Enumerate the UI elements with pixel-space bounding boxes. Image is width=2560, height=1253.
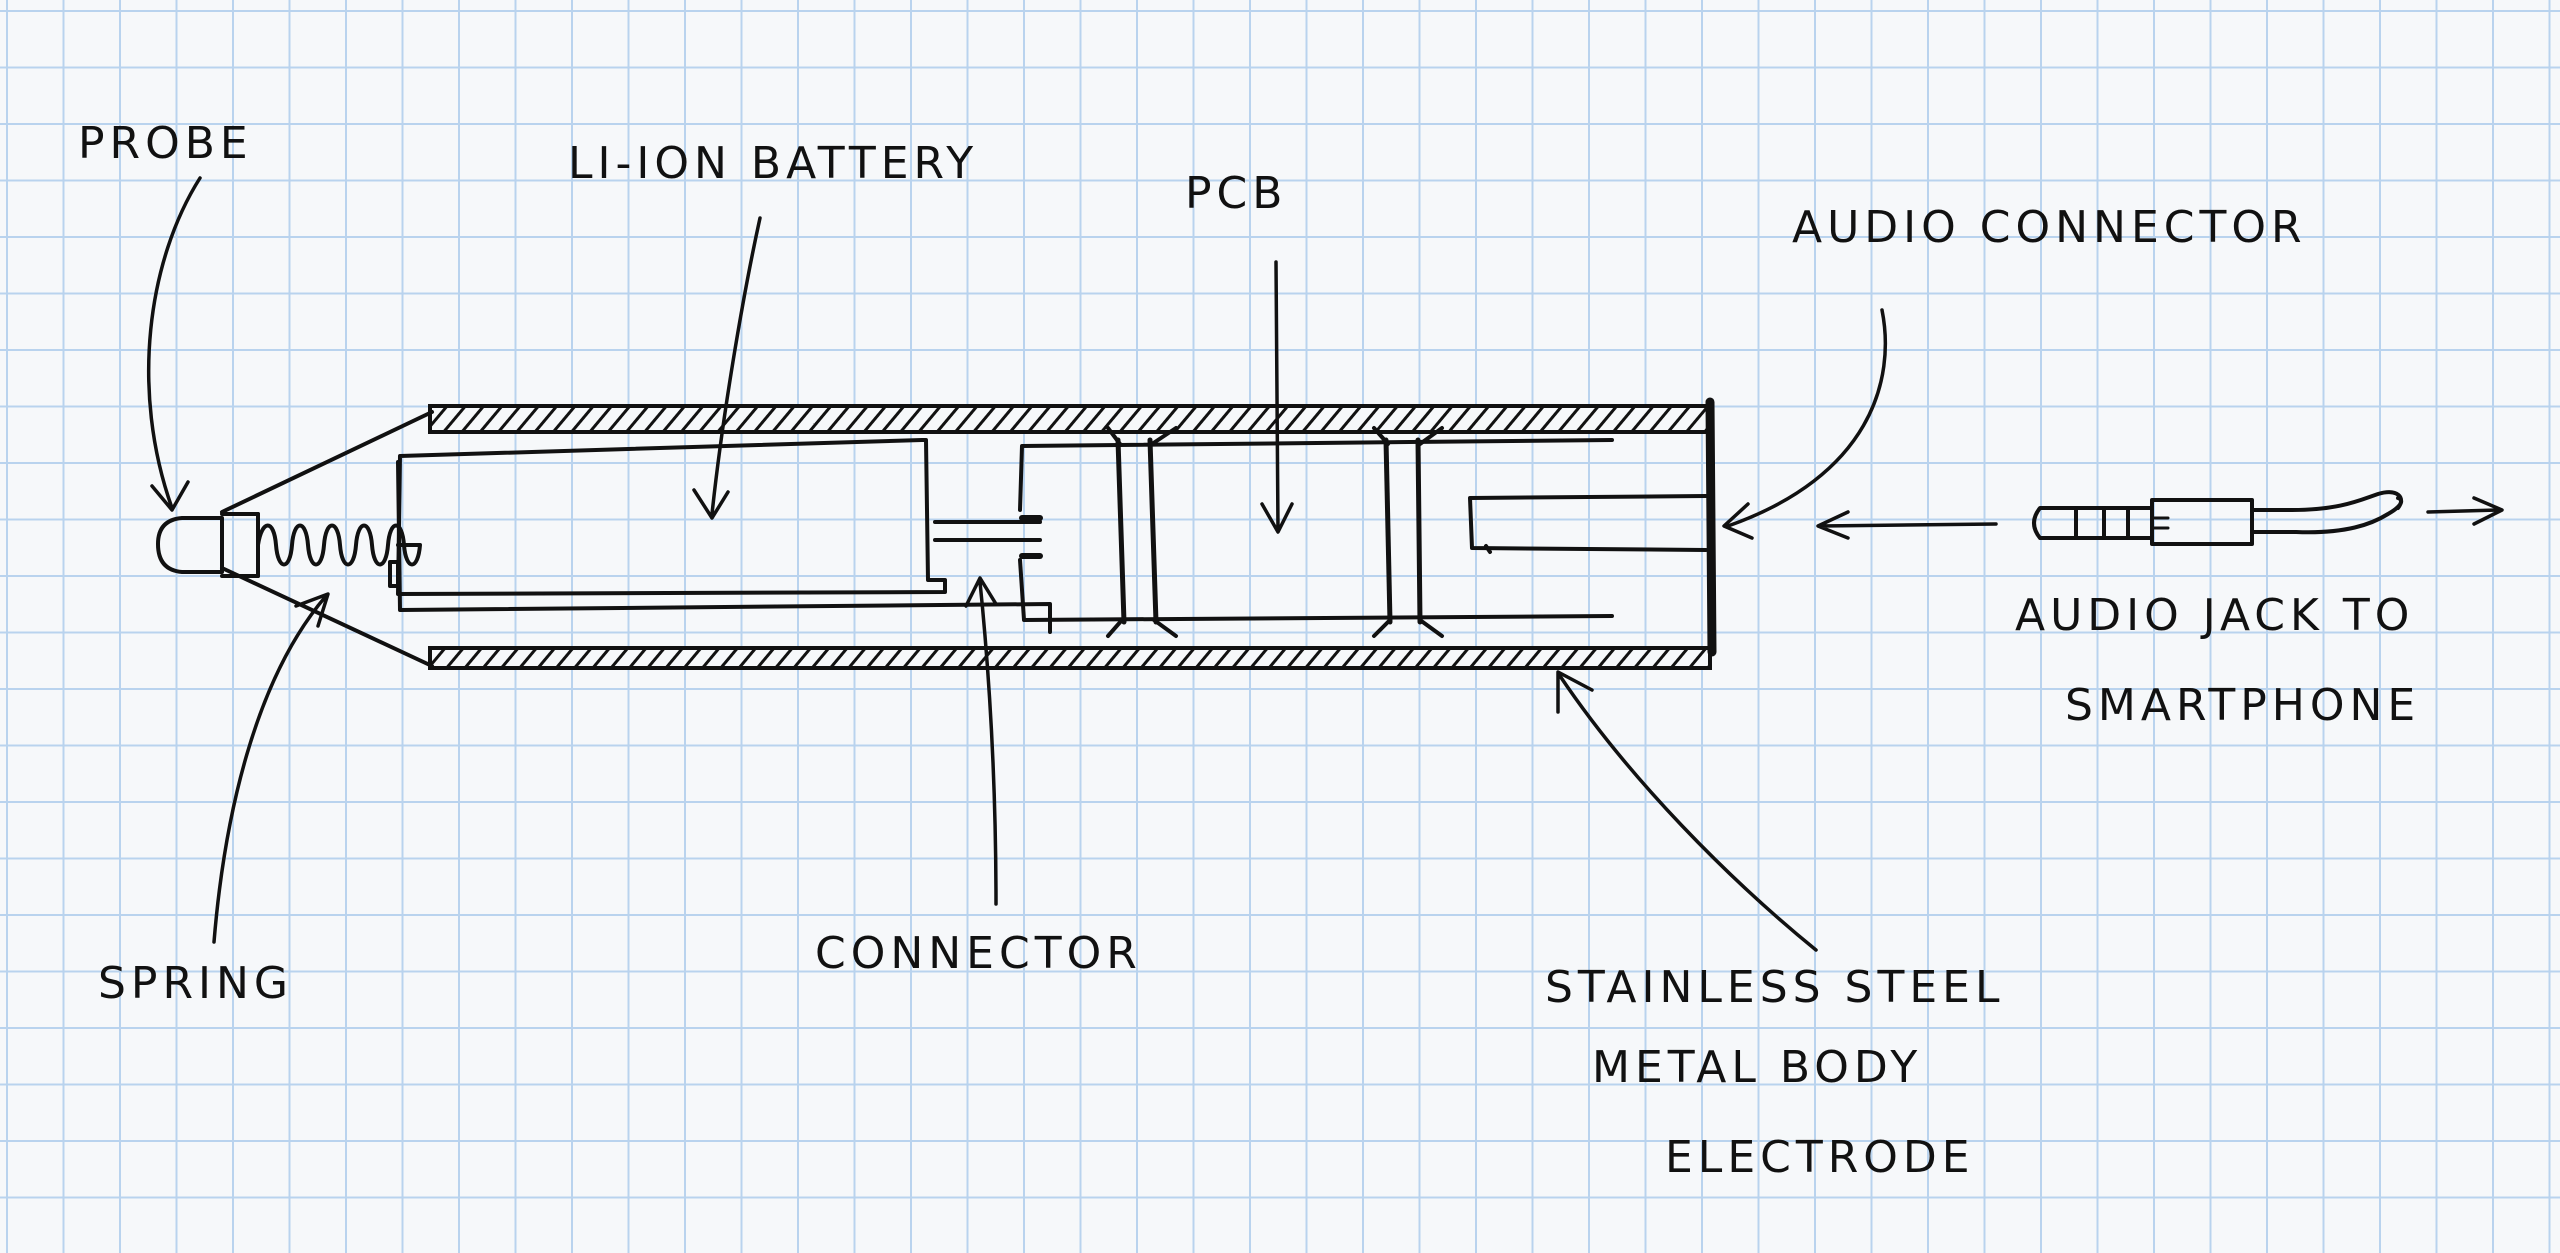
spring-coil (256, 523, 422, 567)
body-wall-bottom (428, 646, 1712, 670)
label-probe: PROBE (78, 118, 253, 169)
arrow-steel-body (1556, 670, 1818, 952)
label-audio-jack-line2: SMARTPHONE (2065, 680, 2420, 731)
label-battery: LI-ION BATTERY (568, 138, 978, 189)
label-steel-line1: STAINLESS STEEL (1545, 962, 2004, 1013)
label-connector: CONNECTOR (815, 928, 1142, 979)
arrow-jack-to-connector (1816, 510, 1998, 540)
label-pcb: PCB (1185, 168, 1287, 219)
li-ion-battery (396, 438, 1052, 634)
label-spring: SPRING (98, 958, 293, 1009)
arrow-probe (146, 176, 202, 512)
arrow-battery (692, 216, 762, 520)
arrow-jack-out (2426, 496, 2504, 526)
probe-tip (156, 512, 260, 578)
pcb-assembly (1018, 426, 1614, 638)
connector-pins (933, 515, 1043, 559)
device-body (220, 397, 1717, 670)
label-audio-connector: AUDIO CONNECTOR (1792, 202, 2307, 253)
body-nose-cone (220, 410, 434, 668)
body-end-cap (1705, 397, 1717, 657)
label-steel-line2: METAL BODY (1592, 1042, 1922, 1093)
audio-cable (2290, 490, 2404, 535)
label-steel-line3: ELECTRODE (1665, 1132, 1975, 1183)
arrow-spring (212, 592, 330, 944)
body-wall-top (428, 404, 1712, 434)
arrow-pcb (1260, 260, 1294, 534)
audio-jack-plug (2032, 490, 2404, 546)
leader-arrows (146, 176, 2504, 952)
label-audio-jack-line1: AUDIO JACK TO (2015, 590, 2414, 641)
audio-connector-socket (1468, 494, 1708, 554)
arrow-audio-connector (1722, 308, 1888, 540)
arrow-connector (964, 576, 998, 906)
